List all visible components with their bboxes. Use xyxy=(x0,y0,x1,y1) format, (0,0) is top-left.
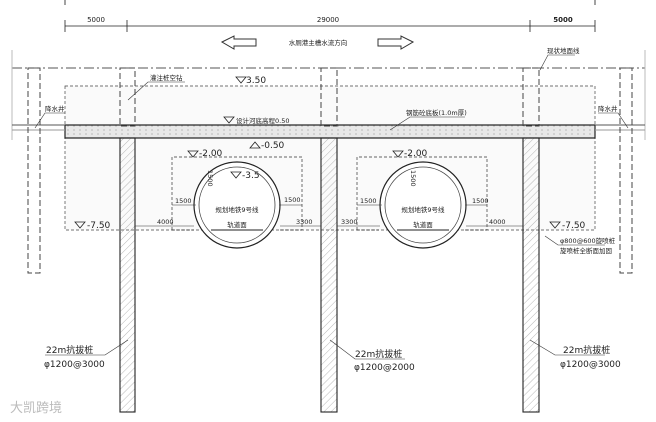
pile-middle-spec: φ1200@2000 xyxy=(354,363,415,373)
svg-text:1500: 1500 xyxy=(472,197,489,205)
elev-box-right: -2.00 xyxy=(404,149,428,159)
svg-text:1500: 1500 xyxy=(284,196,301,204)
elev-top: 3.50 xyxy=(246,76,266,86)
design-riverbed-label: 设计河底高程0.50 xyxy=(236,116,289,125)
svg-text:3300: 3300 xyxy=(296,218,313,226)
pile-right-name: 22m抗拔桩 xyxy=(563,344,610,356)
elev-box-left: -2.00 xyxy=(199,149,223,159)
svg-text:1500: 1500 xyxy=(175,197,192,205)
rail-left-label: 轨道面 xyxy=(227,220,247,229)
dewatering-well-right-label: 降水井 xyxy=(598,104,618,113)
piles xyxy=(119,67,540,413)
elev-bottom-left: -7.50 xyxy=(87,221,111,231)
bottom-slab-label: 钢筋砼底板(1.0m厚) xyxy=(406,108,467,117)
svg-text:4000: 4000 xyxy=(489,218,506,226)
dim-right: 5000 xyxy=(553,16,573,24)
tunnel-dimensions: 1500 1500 1500 1500 1500 1500 4000 3300 … xyxy=(135,170,523,227)
svg-text:1500: 1500 xyxy=(206,170,214,187)
jet-pile-note: 旋喷桩全断面加固 xyxy=(560,246,612,255)
tunnel-left-label: 规划地铁9号线 xyxy=(215,205,259,214)
arrow-left-icon xyxy=(220,35,257,50)
dewatering-well-left-label: 降水井 xyxy=(45,104,65,113)
bored-pile-label: 灌注桩空钻 xyxy=(150,73,183,82)
svg-text:3300: 3300 xyxy=(341,218,358,226)
bottom-slab xyxy=(64,124,596,139)
pile-middle xyxy=(320,137,338,413)
elev-bottom-right: -7.50 xyxy=(562,221,586,231)
tunnel-right xyxy=(379,161,467,249)
pile-right xyxy=(522,137,540,413)
flow-direction-label: 水厕港主槽水流方向 xyxy=(289,38,348,47)
dimension-line xyxy=(64,20,596,32)
pile-right-spec: φ1200@3000 xyxy=(560,360,621,370)
elevation-markers xyxy=(74,76,561,229)
rail-right-label: 轨道面 xyxy=(413,220,433,229)
arrow-right-icon xyxy=(377,35,415,50)
jet-pile-label: φ800@600旋喷桩 xyxy=(560,236,616,245)
svg-text:4000: 4000 xyxy=(157,218,174,226)
pile-left-spec: φ1200@3000 xyxy=(44,360,105,370)
elev-tunnel-top: -3.5 xyxy=(242,171,260,181)
jet-grout-zones xyxy=(171,156,488,231)
tunnel-right-label: 规划地铁9号线 xyxy=(401,205,445,214)
svg-text:1500: 1500 xyxy=(409,170,417,187)
pile-left xyxy=(119,137,136,413)
dim-left: 5000 xyxy=(87,16,105,24)
svg-text:1500: 1500 xyxy=(360,197,377,205)
elev-slab-bottom: -0.50 xyxy=(261,141,285,151)
dewatering-well-left xyxy=(27,67,41,274)
dim-middle: 29000 xyxy=(317,16,339,24)
pile-middle-name: 22m抗拔桩 xyxy=(355,348,402,360)
leader-lines xyxy=(34,54,629,360)
existing-ground-label: 现状地面线 xyxy=(547,46,580,55)
watermark: 大凯跨境 xyxy=(10,401,62,416)
pile-left-name: 22m抗拔桩 xyxy=(46,344,93,356)
dewatering-well-right xyxy=(619,67,633,274)
